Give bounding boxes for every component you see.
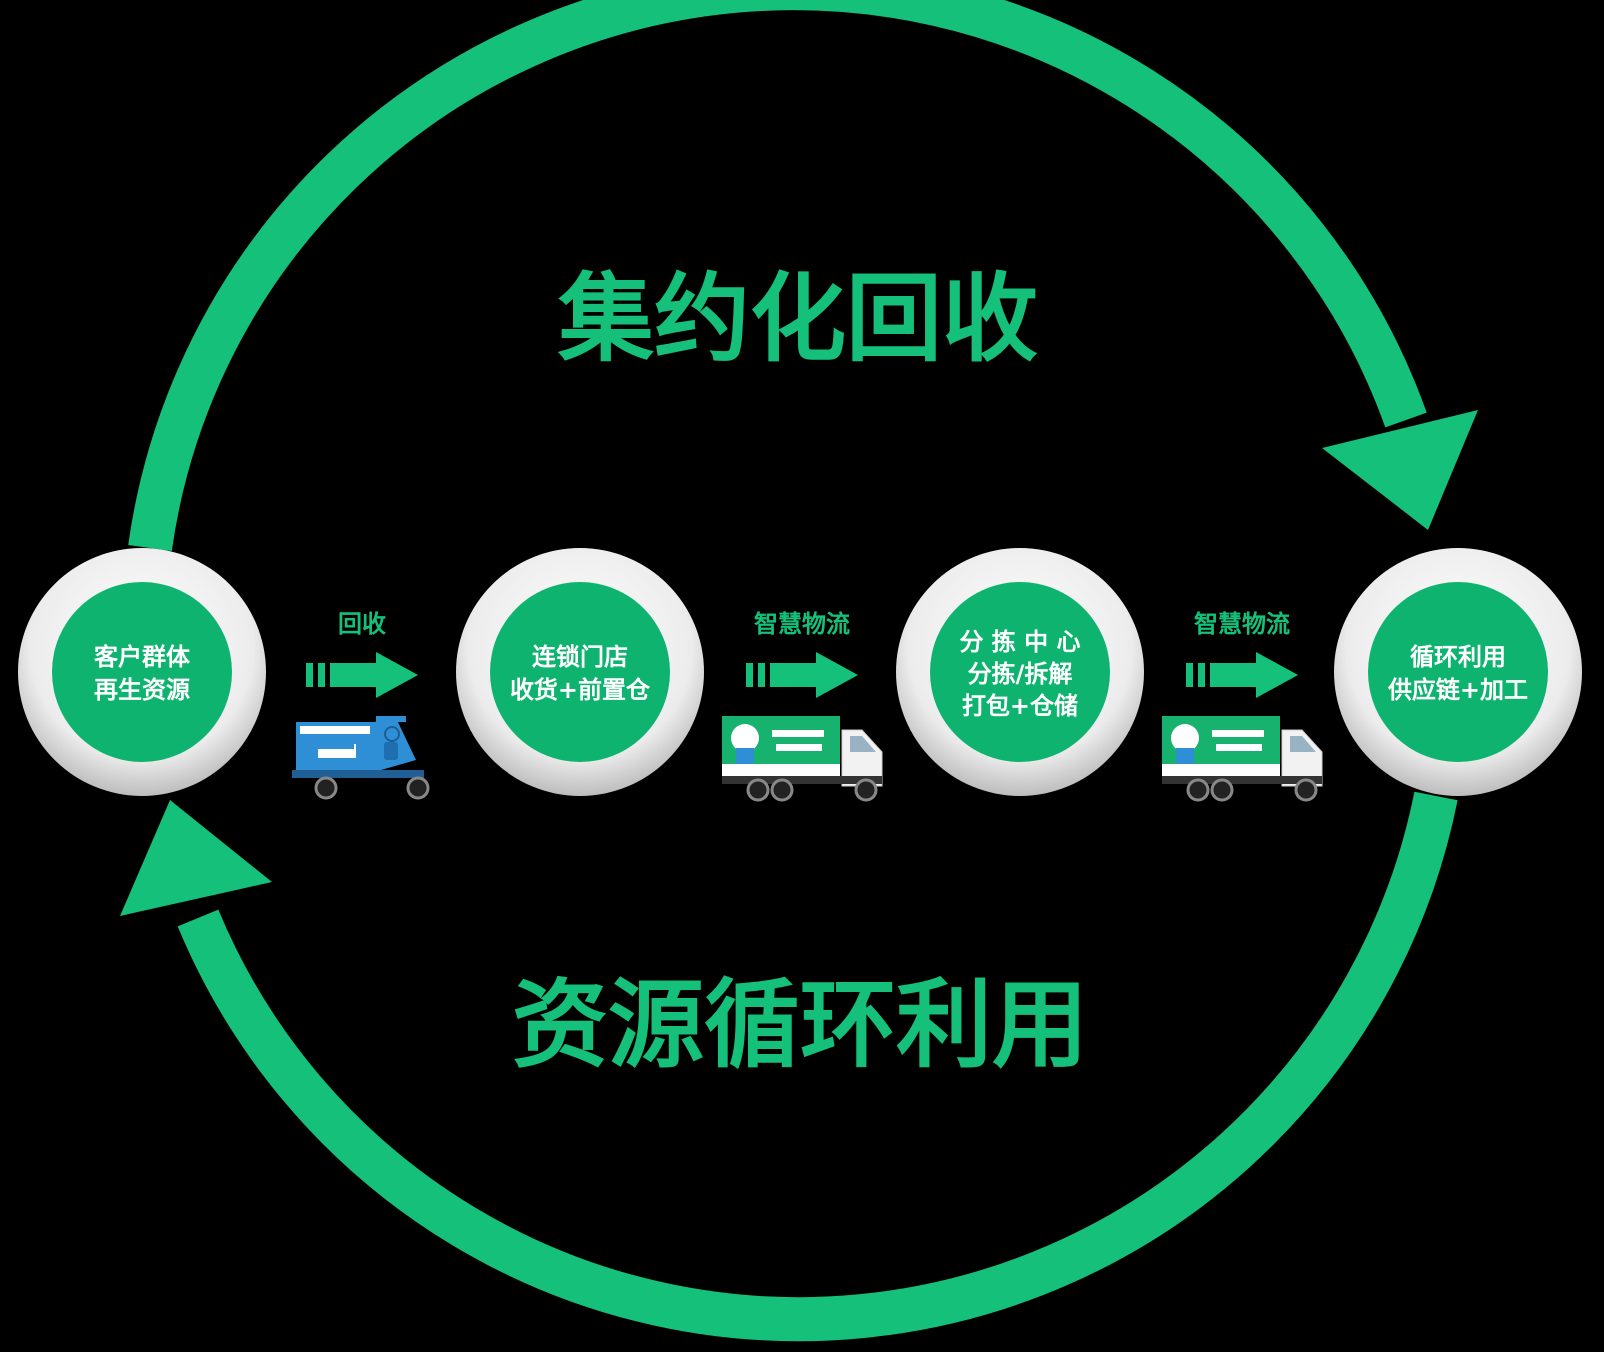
- node-sorting-line-2: 分拣/拆解: [968, 660, 1073, 688]
- node-recycling-line-2: 供应链+加工: [1387, 676, 1528, 704]
- node-customer: 客户群体 再生资源: [18, 548, 266, 796]
- connector-1-label: 回收: [338, 610, 386, 638]
- cycle-arrowhead-bottom: [120, 800, 272, 916]
- node-store: 连锁门店 收货+前置仓: [456, 548, 704, 796]
- connector-3-label: 智慧物流: [1194, 610, 1290, 638]
- title-bottom: 资源循环利用: [512, 969, 1088, 1081]
- node-sorting-center: 分 拣 中 心 分拣/拆解 打包+仓储: [896, 548, 1144, 796]
- title-top: 集约化回收: [557, 263, 1038, 375]
- cycle-arc-bottom: [177, 791, 1458, 1342]
- node-store-line-2: 收货+前置仓: [510, 676, 651, 704]
- node-store-line-1: 连锁门店: [532, 643, 628, 671]
- node-sorting-line-3: 打包+仓储: [962, 692, 1078, 720]
- cycle-arc-top: [128, 0, 1427, 552]
- node-recycling: 循环利用 供应链+加工: [1334, 548, 1582, 796]
- delivery-truck-icon: [722, 716, 883, 802]
- delivery-truck-icon: [1162, 716, 1323, 802]
- flow-arrow-icon: [746, 652, 858, 698]
- tricycle-icon: [292, 716, 430, 800]
- cycle-arrowhead-top: [1322, 410, 1478, 530]
- flow-arrow-icon: [306, 652, 418, 698]
- node-customer-line-1: 客户群体: [94, 643, 191, 671]
- node-sorting-line-1: 分 拣 中 心: [959, 628, 1080, 656]
- node-recycling-line-1: 循环利用: [1410, 643, 1506, 671]
- flow-arrow-icon: [1186, 652, 1298, 698]
- connector-3: 智慧物流: [1162, 610, 1323, 802]
- connector-1: 回收: [292, 610, 430, 800]
- connector-2-label: 智慧物流: [754, 610, 850, 638]
- connector-2: 智慧物流: [722, 610, 883, 802]
- node-customer-line-2: 再生资源: [94, 676, 190, 704]
